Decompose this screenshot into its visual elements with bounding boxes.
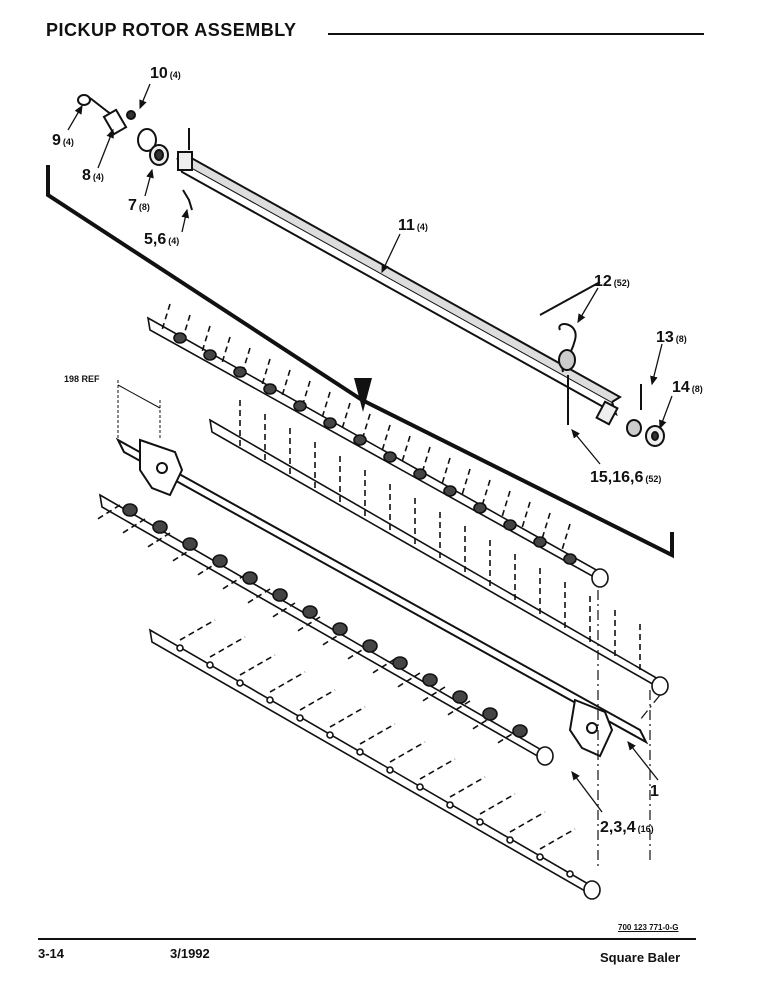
title-rule <box>328 33 704 35</box>
lower-tine-bar <box>95 493 554 766</box>
product-name: Square Baler <box>600 950 681 965</box>
callout-11: 11(4) <box>398 217 428 234</box>
alignment-lines <box>597 590 661 870</box>
callout-15-16-6: 15,16,6(52) <box>590 469 661 486</box>
left-end-hardware <box>77 94 193 211</box>
rotor-shaft <box>115 437 649 758</box>
callout-8: 8(4) <box>82 167 104 184</box>
page-number: 3-14 <box>38 946 65 961</box>
upper-tine-bar <box>146 303 609 588</box>
revision-date: 3/1992 <box>170 946 210 961</box>
callout-7: 7(8) <box>128 197 150 214</box>
bottom-tine-bar <box>148 619 601 900</box>
callout-5-6: 5,6(4) <box>144 231 179 248</box>
document-number: 700 123 771-0-G <box>618 923 679 932</box>
bracket-pointer <box>354 378 372 412</box>
callout-10: 10(4) <box>150 65 181 82</box>
callout-14: 14(8) <box>672 379 703 396</box>
ref-label: 198 REF <box>64 374 100 384</box>
callout-1: 1 <box>650 783 659 800</box>
callout-9: 9(4) <box>52 132 74 149</box>
ref-dimension <box>117 380 161 440</box>
callout-2-3-4: 2,3,4(16) <box>600 819 654 836</box>
callout-13: 13(8) <box>656 329 687 346</box>
footer-rule <box>38 938 696 940</box>
right-end-hardware <box>539 281 665 447</box>
callout-12: 12(52) <box>594 273 630 290</box>
assembly-bracket <box>46 165 674 559</box>
leader-lines <box>67 83 673 813</box>
page-title: PICKUP ROTOR ASSEMBLY <box>46 20 297 40</box>
middle-tine-bar <box>208 400 669 696</box>
